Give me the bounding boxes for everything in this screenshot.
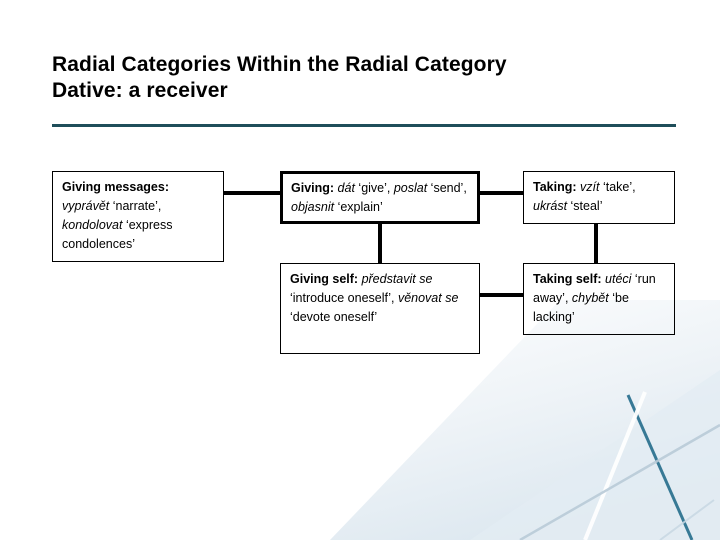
box-giving-term-3: objasnit — [291, 200, 335, 214]
box-taking-self-term-1: utéci — [605, 272, 632, 286]
title-block: Radial Categories Within the Radial Cate… — [52, 52, 682, 104]
box-giving-gloss-2: ‘send’, — [427, 181, 467, 195]
box-giving-self-gloss-1: ‘introduce oneself’, — [290, 291, 398, 305]
box-giving-self-gloss-2: ‘devote oneself’ — [290, 310, 378, 324]
box-taking-gloss-1: ‘take’, — [599, 180, 636, 194]
box-giving-self-term-2: věnovat se — [397, 291, 459, 305]
page-title: Radial Categories Within the Radial Cate… — [52, 53, 507, 102]
box-giving-term-2: poslat — [393, 181, 428, 195]
box-giving-messages-term-1: vyprávět — [62, 199, 110, 213]
box-taking-gloss-2: ‘steal’ — [567, 199, 603, 213]
box-taking-term-1: vzít — [580, 180, 600, 194]
box-giving-messages-gloss-1: ‘narrate’, — [109, 199, 162, 213]
box-giving-self-term-1: představit se — [361, 272, 433, 286]
box-giving-text: Giving: dát ‘give’, poslat ‘send’, objas… — [291, 179, 470, 217]
box-taking-self-gloss-2: ‘be lacking’ — [533, 291, 629, 324]
box-giving-self[interactable]: Giving self: představit se ‘introduce on… — [280, 263, 480, 354]
decor-line-white — [583, 391, 647, 540]
box-taking-text: Taking: vzít ‘take’, ukrást ‘steal’ — [533, 178, 666, 216]
box-taking-self-text: Taking self: utéci ‘run away’, chybět ‘b… — [533, 270, 666, 327]
box-giving-self-lead: Giving self: — [290, 272, 359, 286]
connector-giving-messages-to-giving — [224, 191, 282, 195]
box-giving-messages-gloss-2: ‘express condolences’ — [62, 218, 173, 251]
box-giving-gloss-1: ‘give’, — [354, 181, 394, 195]
box-taking-self-lead: Taking self: — [533, 272, 602, 286]
box-taking[interactable]: Taking: vzít ‘take’, ukrást ‘steal’ — [523, 171, 675, 224]
box-giving-lead: Giving: — [291, 181, 335, 195]
connector-giving-to-giving-self — [378, 224, 382, 264]
box-giving-messages-term-2: kondolovat — [62, 218, 123, 232]
decor-line-grey-2 — [659, 499, 715, 540]
box-giving-gloss-3: ‘explain’ — [334, 200, 383, 214]
box-taking-lead: Taking: — [533, 180, 577, 194]
box-giving-self-text: Giving self: představit se ‘introduce on… — [290, 270, 471, 327]
box-giving-messages-lead: Giving messages: — [62, 180, 169, 194]
decor-wedge-2 — [470, 370, 720, 540]
decor-line-teal — [626, 394, 694, 540]
box-taking-self-gloss-1: ‘run away’, — [533, 272, 656, 305]
title-divider — [52, 124, 676, 127]
box-taking-self[interactable]: Taking self: utéci ‘run away’, chybět ‘b… — [523, 263, 675, 335]
connector-taking-to-taking-self — [594, 224, 598, 264]
decor-line-grey — [519, 423, 720, 540]
box-giving-messages[interactable]: Giving messages: vyprávět ‘narrate’, kon… — [52, 171, 224, 262]
connector-giving-self-to-taking-self — [479, 293, 524, 297]
box-taking-term-2: ukrást — [533, 199, 568, 213]
box-giving-messages-text: Giving messages: vyprávět ‘narrate’, kon… — [62, 178, 215, 254]
box-giving[interactable]: Giving: dát ‘give’, poslat ‘send’, objas… — [280, 171, 480, 224]
box-taking-self-term-2: chybět — [571, 291, 609, 305]
box-giving-term-1: dát — [337, 181, 355, 195]
connector-giving-to-taking — [479, 191, 524, 195]
